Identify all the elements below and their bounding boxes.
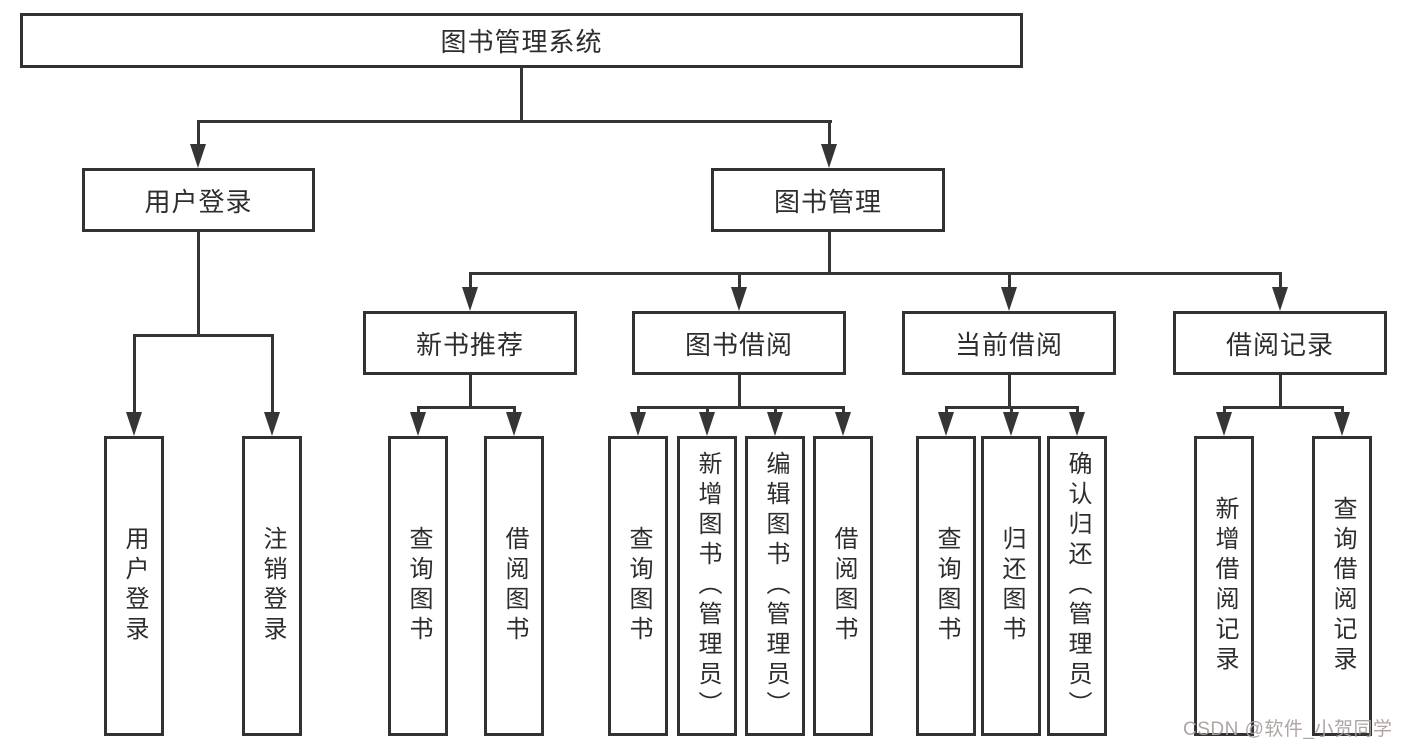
- connector-line: [1223, 406, 1226, 416]
- leaf-user-login: 用户登录: [104, 436, 164, 736]
- node-borrow-records: 借阅记录: [1173, 311, 1387, 375]
- connector-line: [706, 406, 709, 416]
- connector-arrowhead: [1216, 412, 1232, 436]
- leaf-label: 借阅图书: [501, 526, 528, 646]
- connector-arrowhead: [767, 412, 783, 436]
- connector-line: [133, 334, 136, 416]
- leaf-query-books-borrow: 查询图书: [608, 436, 668, 736]
- leaf-label: 查询图书: [405, 526, 432, 646]
- connector-line: [417, 406, 420, 416]
- node-book-borrow: 图书借阅: [632, 311, 846, 375]
- leaf-borrow-books: 借阅图书: [813, 436, 873, 736]
- connector-line: [1008, 272, 1011, 290]
- leaf-label: 编辑图书（管理员）: [762, 451, 789, 721]
- node-label: 图书管理: [773, 186, 882, 217]
- node-book-management: 图书管理: [711, 168, 945, 232]
- connector-line: [774, 406, 777, 416]
- node-label: 图书管理系统: [440, 27, 603, 57]
- leaf-return-book: 归还图书: [981, 436, 1041, 736]
- connector-line: [197, 232, 200, 336]
- leaf-edit-book-admin: 编辑图书（管理员）: [745, 436, 805, 736]
- connector-line: [637, 406, 640, 416]
- leaf-query-books-current: 查询图书: [916, 436, 976, 736]
- leaf-confirm-return-admin: 确认归还（管理员）: [1047, 436, 1107, 736]
- connector-line: [520, 66, 523, 123]
- connector-line: [1076, 406, 1079, 416]
- connector-line: [469, 272, 1281, 275]
- connector-line: [1341, 406, 1344, 416]
- connector-line: [1008, 374, 1011, 408]
- connector-arrowhead: [1003, 412, 1019, 436]
- connector-line: [417, 406, 516, 409]
- connector-line: [197, 120, 200, 148]
- leaf-add-borrow-record: 新增借阅记录: [1194, 436, 1254, 736]
- connector-arrowhead: [264, 412, 280, 436]
- connector-line: [1010, 406, 1013, 416]
- connector-line: [469, 272, 472, 290]
- node-label: 当前借阅: [954, 329, 1063, 360]
- node-label: 借阅记录: [1225, 329, 1334, 360]
- leaf-borrow-books-recommend: 借阅图书: [484, 436, 544, 736]
- connector-line: [1279, 272, 1282, 290]
- node-label: 图书借阅: [684, 329, 793, 360]
- connector-line: [133, 334, 274, 337]
- connector-arrowhead: [410, 412, 426, 436]
- connector-line: [469, 374, 472, 408]
- connector-arrowhead: [699, 412, 715, 436]
- leaf-label: 注销登录: [259, 526, 286, 646]
- connector-arrowhead: [731, 287, 747, 311]
- leaf-query-borrow-record: 查询借阅记录: [1312, 436, 1372, 736]
- node-library-system: 图书管理系统: [20, 13, 1023, 68]
- connector-arrowhead: [1334, 412, 1350, 436]
- connector-arrowhead: [1069, 412, 1085, 436]
- leaf-logout-login: 注销登录: [242, 436, 302, 736]
- connector-line: [945, 406, 948, 416]
- connector-arrowhead: [506, 412, 522, 436]
- connector-line: [271, 334, 274, 416]
- connector-arrowhead: [630, 412, 646, 436]
- connector-arrowhead: [462, 287, 478, 311]
- leaf-label: 用户登录: [121, 526, 148, 646]
- leaf-label: 借阅图书: [830, 526, 857, 646]
- connector-arrowhead: [126, 412, 142, 436]
- csdn-watermark: CSDN @软件_小贺同学: [1183, 719, 1393, 740]
- connector-arrowhead: [938, 412, 954, 436]
- connector-line: [738, 374, 741, 408]
- connector-arrowhead: [1272, 287, 1288, 311]
- connector-arrowhead: [835, 412, 851, 436]
- leaf-label: 归还图书: [998, 526, 1025, 646]
- leaf-label: 新增图书（管理员）: [694, 451, 721, 721]
- leaf-label: 查询图书: [625, 526, 652, 646]
- connector-arrowhead: [190, 144, 206, 168]
- leaf-label: 查询借阅记录: [1329, 496, 1356, 676]
- connector-line: [513, 406, 516, 416]
- node-current-borrow: 当前借阅: [902, 311, 1116, 375]
- node-label: 新书推荐: [415, 329, 524, 360]
- connector-arrowhead: [1001, 287, 1017, 311]
- leaf-add-book-admin: 新增图书（管理员）: [677, 436, 737, 736]
- connector-line: [197, 120, 832, 123]
- connector-line: [738, 272, 741, 290]
- node-label: 用户登录: [144, 186, 253, 217]
- leaf-label: 新增借阅记录: [1211, 496, 1238, 676]
- connector-arrowhead: [821, 144, 837, 168]
- leaf-label: 查询图书: [933, 526, 960, 646]
- connector-line: [1279, 374, 1282, 408]
- connector-line: [828, 120, 831, 148]
- connector-line: [1223, 406, 1343, 409]
- node-new-book-recommend: 新书推荐: [363, 311, 577, 375]
- leaf-label: 确认归还（管理员）: [1064, 451, 1091, 721]
- leaf-query-books-recommend: 查询图书: [388, 436, 448, 736]
- connector-line: [842, 406, 845, 416]
- connector-line: [828, 232, 831, 275]
- connector-line: [637, 406, 844, 409]
- node-user-login: 用户登录: [82, 168, 315, 232]
